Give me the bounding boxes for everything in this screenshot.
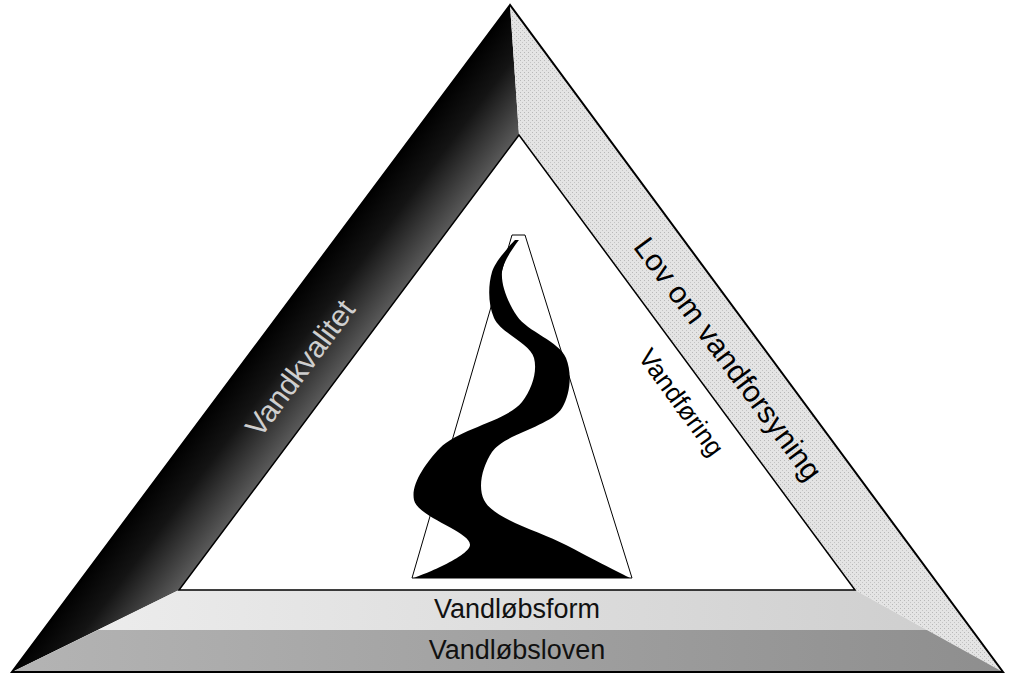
outer-triangle-outline bbox=[12, 5, 1003, 672]
band-label: Vandløbsform bbox=[428, 594, 606, 625]
river-symbol bbox=[414, 240, 630, 578]
bottom-inner-band bbox=[98, 590, 927, 630]
band-label: Vandløbsloven bbox=[423, 635, 612, 666]
node-text: Vandkvalitet bbox=[239, 293, 363, 443]
node-text: Vandløbsform bbox=[434, 594, 600, 625]
inner-triangle-outline bbox=[179, 135, 855, 590]
band-label: Vandkvalitet bbox=[235, 288, 366, 448]
perspective-outline bbox=[412, 235, 632, 578]
node-text: Vandløbsloven bbox=[429, 635, 606, 666]
bottom-outer-band bbox=[12, 630, 1003, 672]
